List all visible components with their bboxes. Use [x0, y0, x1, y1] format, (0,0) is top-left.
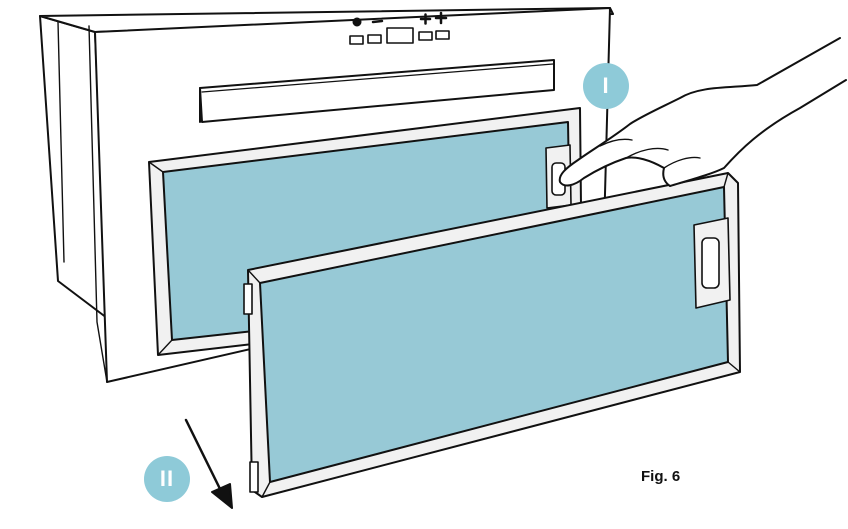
- hand: [558, 37, 847, 187]
- minus-icon: [371, 19, 384, 24]
- control-panel: [349, 11, 450, 45]
- figure-label: Fig. 6: [641, 468, 681, 485]
- control-button-power: [349, 35, 364, 45]
- pull-direction-arrow: [184, 418, 233, 509]
- filter-clip-upper: [243, 283, 253, 315]
- light-icon: [434, 11, 448, 25]
- removed-grease-filter: [243, 172, 741, 498]
- control-display: [386, 27, 414, 44]
- control-button-minus: [367, 34, 382, 44]
- control-button-light: [435, 30, 450, 40]
- power-icon: [352, 17, 362, 27]
- control-button-plus: [418, 31, 433, 41]
- plus-icon: [419, 13, 432, 25]
- step-one-badge: I: [583, 63, 629, 109]
- step-two-badge: II: [144, 456, 190, 502]
- filter-clip-lower: [249, 461, 259, 493]
